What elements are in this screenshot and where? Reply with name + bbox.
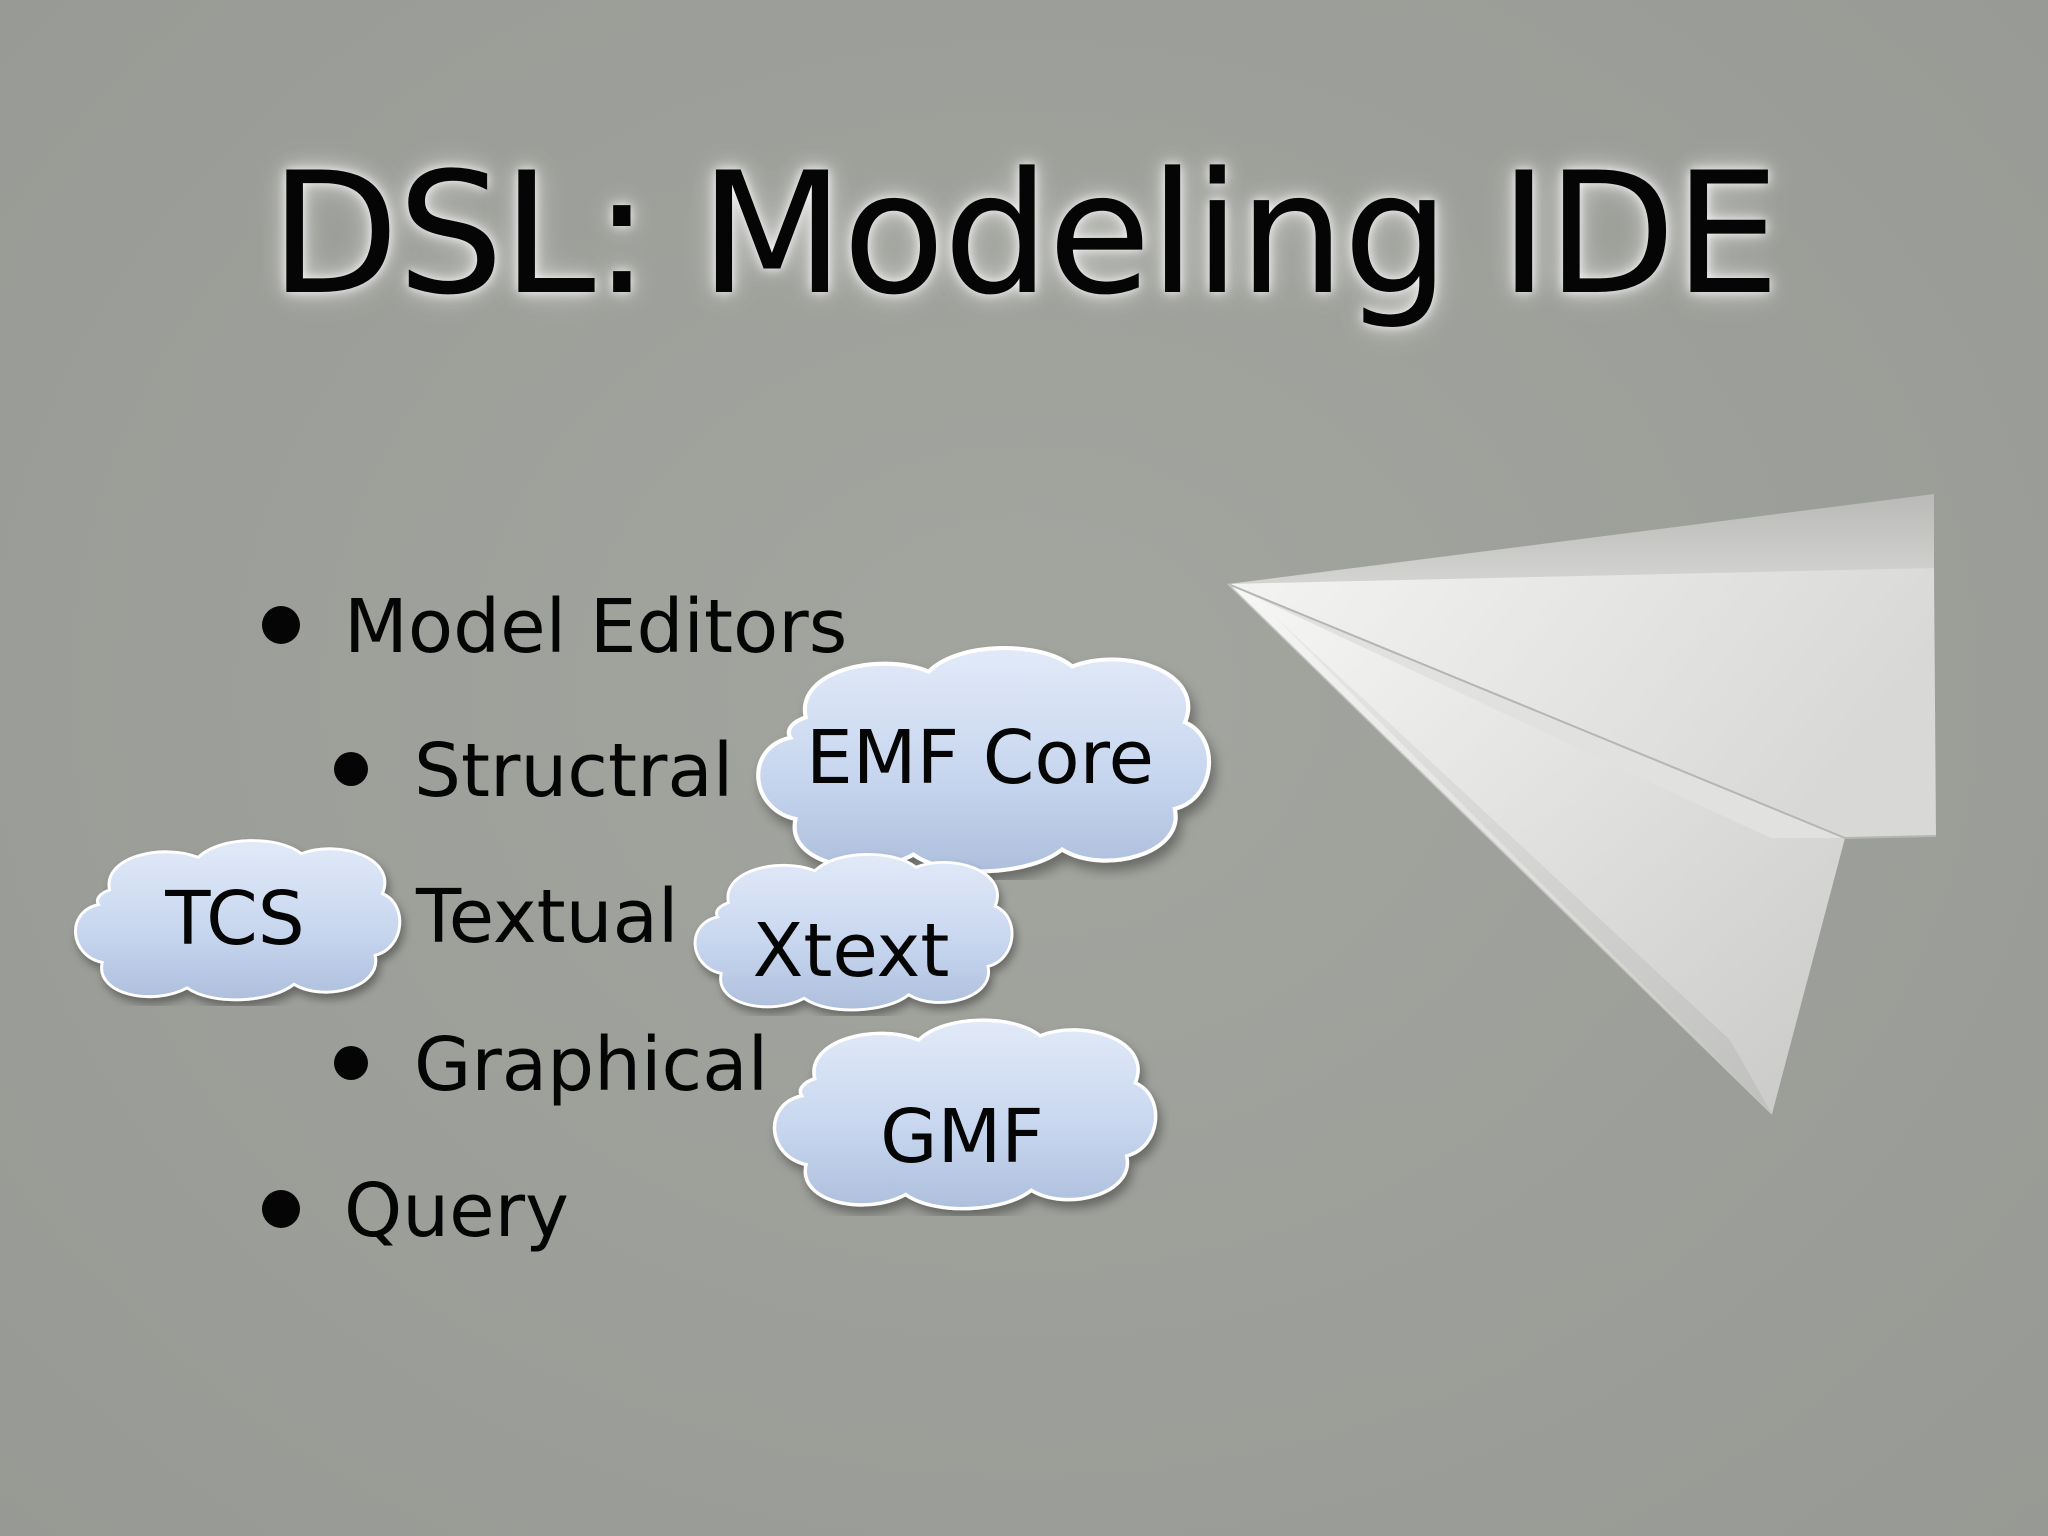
cloud-icon [756,646,1211,874]
cloud-label: Xtext [752,908,950,994]
paper-plane-icon [1210,480,1950,1120]
bullet-label: Query [344,1168,569,1254]
cloud-icon [73,839,402,1002]
cloud-emf-core: EMF Core [734,636,1226,880]
bullet-label: Graphical [414,1022,769,1108]
bullet-dot-icon [262,1190,300,1229]
bullet-label: Textual [416,874,679,960]
paper-plane-illustration [1227,494,1937,1115]
bullet-model-editors: Model Editors [262,590,847,664]
bullet-graphical: Graphical [334,1028,768,1102]
slide-title: DSL: Modeling IDE [269,136,1780,332]
cloud-label: EMF Core [806,715,1154,801]
cloud-label: GMF [880,1094,1044,1180]
cloud-tcs: TCS [58,832,412,1006]
bullet-label: Structral [414,728,734,814]
bullet-structral: Structral [334,734,733,808]
cloud-icon [772,1018,1158,1211]
bullet-dot-icon [262,606,300,645]
bullet-query: Query [262,1174,569,1248]
bullet-dot-icon [334,1046,368,1081]
bullet-dot-icon [334,752,368,787]
cloud-gmf: GMF [754,1010,1170,1216]
cloud-icon [693,852,1014,1012]
bullet-textual: Textual [416,880,678,954]
bullet-label: Model Editors [344,584,848,670]
cloud-label: TCS [165,876,305,962]
cloud-xtext: Xtext [678,846,1024,1016]
